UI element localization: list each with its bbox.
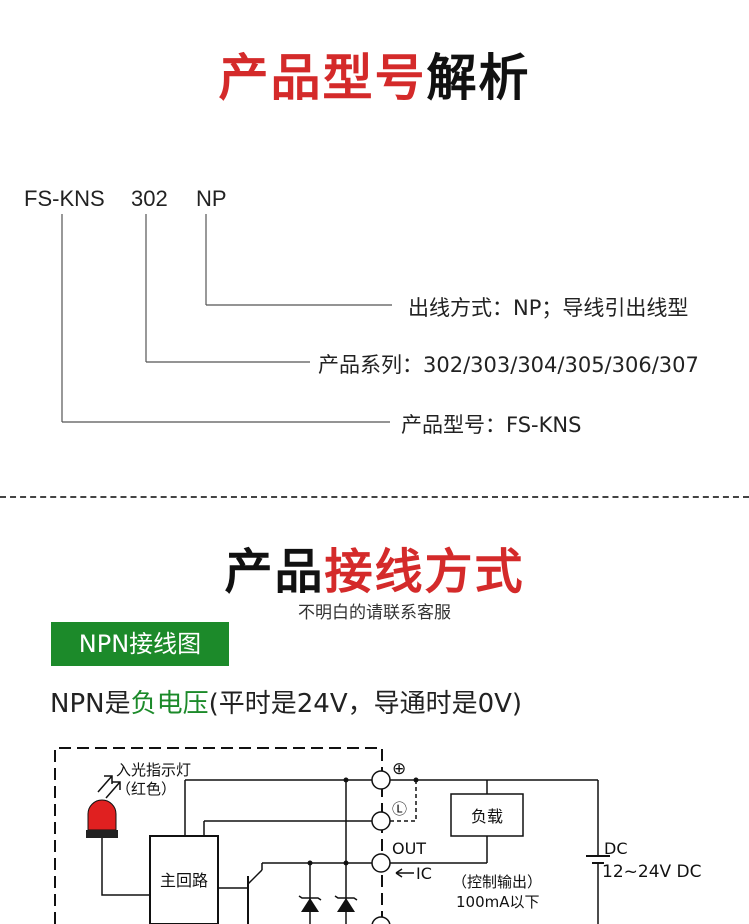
zener-diode-icon xyxy=(337,898,355,912)
light-arrow-icon xyxy=(97,775,113,793)
out-label: OUT xyxy=(392,839,426,858)
dc-range-label: 12~24V DC xyxy=(602,862,702,882)
dc-label: DC xyxy=(604,839,628,858)
terminal-l xyxy=(371,811,391,831)
control-output-label: （控制输出） xyxy=(452,873,542,891)
npn-description: NPN是负电压(平时是24V，导通时是0V) xyxy=(50,683,522,720)
current-limit-label: 100mA以下 xyxy=(456,893,540,911)
indicator-sub: （红色） xyxy=(116,780,176,798)
desc-series: 产品系列：302/303/304/305/306/307 xyxy=(318,353,699,377)
zener-diode-icon xyxy=(301,898,319,912)
terminal-out xyxy=(371,853,391,873)
npn-prefix: NPN是 xyxy=(50,689,131,719)
desc-model: 产品型号：FS-KNS xyxy=(401,413,582,437)
npn-highlight: 负电压 xyxy=(130,689,209,719)
main-circuit-label: 主回路 xyxy=(160,871,208,890)
title-black-part: 解析 xyxy=(426,49,531,107)
light-arrow-icon xyxy=(105,781,121,799)
desc-wire-type: 出线方式：NP；导线引出线型 xyxy=(408,296,689,320)
terminal-minus xyxy=(371,916,391,924)
ic-label: IC xyxy=(416,864,432,883)
model-breakdown-lines xyxy=(61,214,392,423)
code-part-number: 302 xyxy=(131,186,168,211)
plus-symbol: ⊕ xyxy=(392,759,406,779)
title-red-part: 接线方式 xyxy=(324,544,525,600)
ic-arrow-icon xyxy=(395,868,414,878)
terminal-plus xyxy=(371,770,391,790)
main-circuit-box xyxy=(149,835,219,924)
section-title-wiring: 产品接线方式 xyxy=(0,532,749,602)
load-box xyxy=(450,793,524,837)
code-part-wire: NP xyxy=(196,186,227,211)
npn-suffix: (平时是24V，导通时是0V) xyxy=(208,689,523,719)
indicator-label: 入光指示灯 xyxy=(116,761,191,779)
contact-hint: 不明白的请联系客服 xyxy=(298,603,451,623)
section-divider xyxy=(0,496,749,498)
code-part-series: FS-KNS xyxy=(24,186,105,211)
load-label: 负载 xyxy=(471,807,503,826)
l-symbol: Ⓛ xyxy=(392,800,407,818)
title-black-part: 产品 xyxy=(224,544,325,600)
npn-badge: NPN接线图 xyxy=(51,622,229,666)
led-base xyxy=(86,830,118,838)
red-led-icon xyxy=(87,799,117,831)
title-red-part: 产品型号 xyxy=(218,49,427,107)
section-title-model: 产品型号解析 xyxy=(0,38,749,110)
npn-wiring-diagram: 入光指示灯 （红色） 主回路 ⊕ Ⓛ 负载 OUT IC （控制输出） 100m… xyxy=(54,747,702,924)
